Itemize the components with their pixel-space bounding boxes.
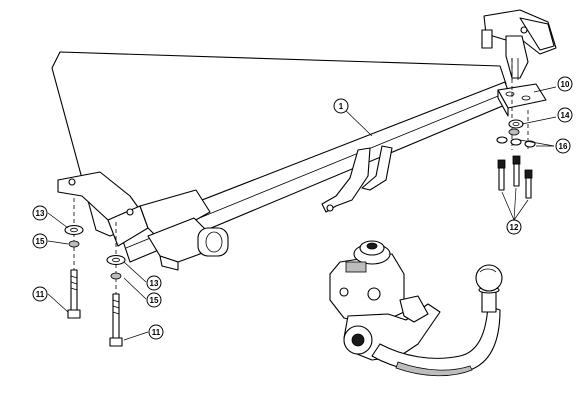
left-hardware xyxy=(64,198,126,347)
callout-13-right: 13 xyxy=(146,275,162,291)
callout-11-right-label: 11 xyxy=(152,328,161,337)
callout-11-left-label: 11 xyxy=(36,290,45,299)
callout-13-right-label: 13 xyxy=(150,279,159,288)
callout-16: 16 xyxy=(555,138,571,154)
callout-12-label: 12 xyxy=(510,223,519,232)
callout-11-left: 11 xyxy=(32,286,48,302)
callout-15-left-label: 15 xyxy=(36,237,45,246)
cross-beam xyxy=(51,51,513,263)
tow-ball-coupling xyxy=(329,240,503,377)
callout-1: 1 xyxy=(333,98,349,114)
callout-11-right: 11 xyxy=(148,324,164,340)
left-bracket xyxy=(57,171,229,271)
right-hardware xyxy=(496,58,536,199)
callout-10-label: 10 xyxy=(561,80,570,89)
right-plate xyxy=(497,83,547,117)
callout-1-label: 1 xyxy=(339,102,344,111)
callout-13-left: 13 xyxy=(32,205,48,221)
right-mounting-bracket xyxy=(481,9,557,80)
middle-hanger-bracket xyxy=(321,145,393,213)
callout-15-right-label: 15 xyxy=(150,296,159,305)
callout-13-left-label: 13 xyxy=(36,209,45,218)
callout-12: 12 xyxy=(506,219,522,235)
callout-15-left: 15 xyxy=(32,233,48,249)
leader-lines xyxy=(47,86,557,341)
callout-15-right: 15 xyxy=(146,292,162,308)
callout-10: 10 xyxy=(557,76,573,92)
callout-14: 14 xyxy=(557,107,573,123)
callout-14-label: 14 xyxy=(561,111,570,120)
callout-16-label: 16 xyxy=(559,142,568,151)
